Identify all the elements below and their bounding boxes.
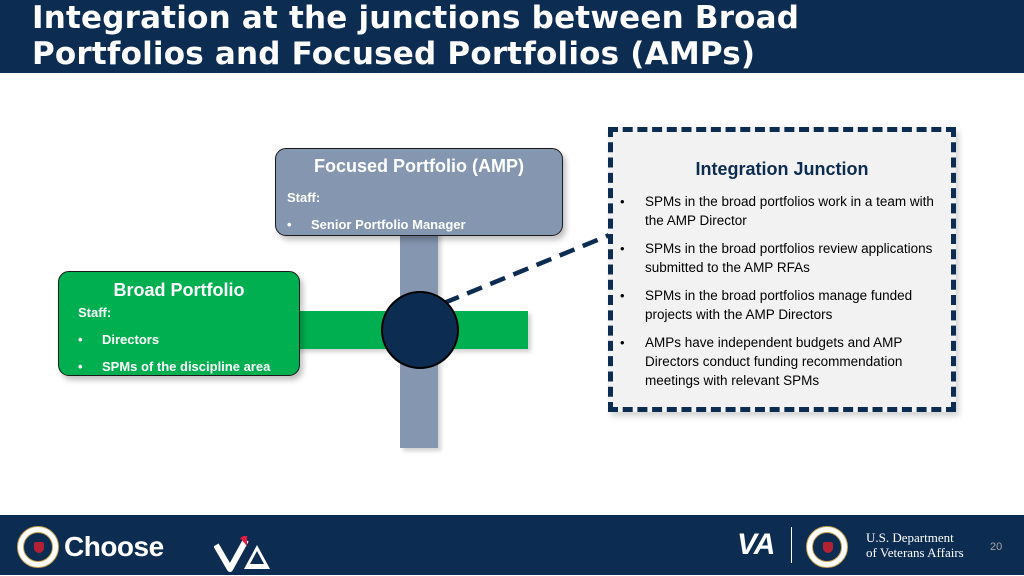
staff-role: Directors (102, 332, 160, 347)
bullet-icon: • (78, 359, 83, 374)
bullet-icon: • (78, 332, 83, 347)
seal-shield-icon (34, 542, 44, 553)
va-wordmark: VA (737, 528, 775, 561)
list-item: • SPMs in the broad portfolios manage fu… (617, 286, 947, 324)
broad-portfolio-title: Broad Portfolio (113, 280, 245, 300)
bullet-icon: • (620, 288, 625, 303)
seal-inner (23, 532, 53, 562)
list-item: • SPMs in the broad portfolios work in a… (617, 192, 947, 230)
integration-junction-title: Integration Junction (695, 159, 869, 179)
bullet-icon: • (620, 194, 625, 209)
seal-inner (812, 532, 842, 562)
list-item: • Directors (78, 332, 270, 359)
junction-point: SPMs in the broad portfolios manage fund… (645, 288, 913, 322)
bullet-icon: • (620, 335, 625, 350)
integration-junction-points: • SPMs in the broad portfolios work in a… (617, 192, 947, 399)
list-item: • SPMs of the discipline area (78, 359, 270, 386)
choose-va-logo: Choose (64, 530, 270, 572)
staff-role: Senior Portfolio Manager (311, 217, 466, 232)
va-seal-icon (17, 526, 59, 568)
choose-text: Choose (64, 531, 164, 562)
bullet-icon: • (287, 217, 292, 232)
junction-circle (381, 291, 459, 369)
va-seal-icon (806, 526, 848, 568)
broad-portfolio-box: Broad Portfolio Staff: • Directors • SPM… (58, 271, 300, 376)
focused-portfolio-title: Focused Portfolio (AMP) (314, 156, 524, 176)
bullet-icon: • (620, 241, 625, 256)
list-item: • SPMs in the broad portfolios review ap… (617, 239, 947, 277)
broad-portfolio-staff-list: • Directors • SPMs of the discipline are… (78, 332, 270, 386)
integration-junction-panel: Integration Junction • SPMs in the broad… (608, 127, 956, 412)
focused-portfolio-box: Focused Portfolio (AMP) Staff: • Senior … (275, 148, 563, 236)
slide-title: Integration at the junctions between Bro… (32, 0, 932, 72)
department-name: U.S. Department of Veterans Affairs (866, 530, 964, 560)
seal-shield-icon (823, 542, 833, 553)
list-item: • Senior Portfolio Manager (287, 217, 466, 244)
choose-va-mark (214, 536, 270, 572)
list-item: • AMPs have independent budgets and AMP … (617, 333, 947, 390)
slide-title-line-2: Portfolios and Focused Portfolios (AMPs) (32, 36, 756, 72)
junction-point: AMPs have independent budgets and AMP Di… (645, 335, 903, 388)
staff-role: SPMs of the discipline area (102, 359, 271, 374)
page-number: 20 (990, 541, 1003, 553)
junction-point: SPMs in the broad portfolios work in a t… (645, 194, 934, 228)
junction-point: SPMs in the broad portfolios review appl… (645, 241, 933, 275)
footer-divider (791, 527, 792, 563)
title-bar: Integration at the junctions between Bro… (0, 0, 1024, 73)
footer-bar: Choose VA U.S. Department of Veterans Af… (0, 515, 1024, 575)
department-line-1: U.S. Department (866, 530, 954, 545)
focused-portfolio-staff-list: • Senior Portfolio Manager (287, 217, 466, 244)
broad-portfolio-staff-label: Staff: (78, 305, 112, 320)
department-line-2: of Veterans Affairs (866, 545, 964, 560)
slide-title-line-1: Integration at the junctions between Bro… (32, 0, 800, 36)
focused-portfolio-staff-label: Staff: (287, 190, 321, 205)
